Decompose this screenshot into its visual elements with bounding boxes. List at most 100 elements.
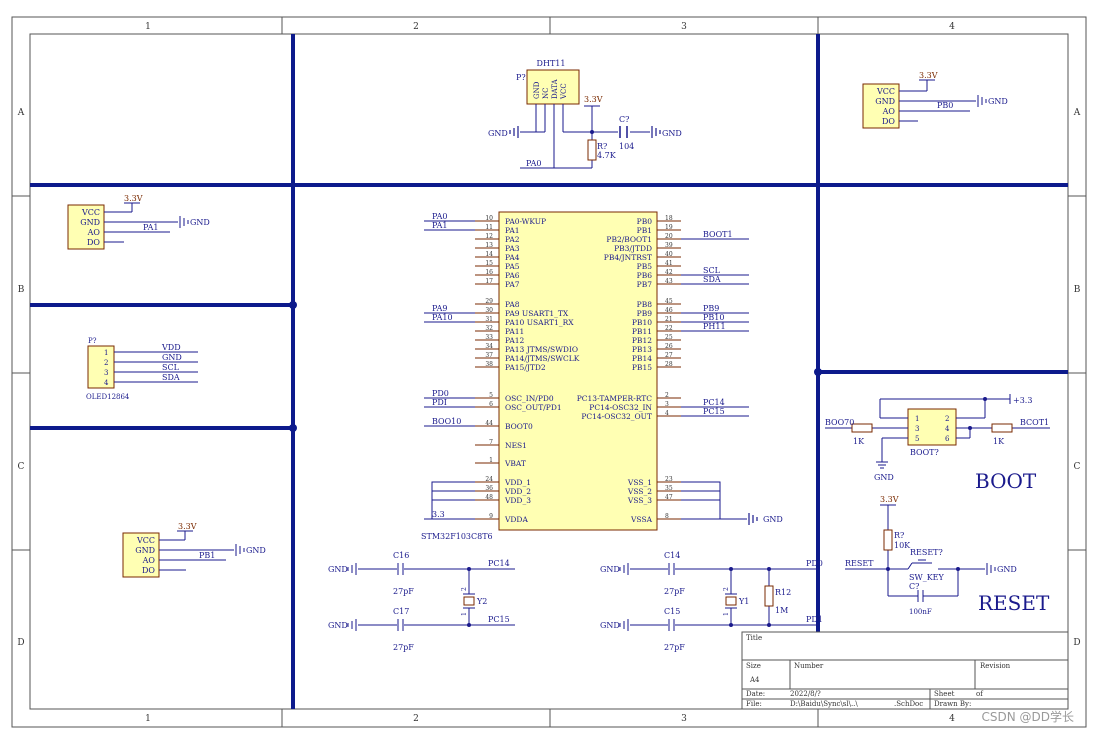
mcu-net-label: SCL: [703, 266, 721, 275]
title-block: [741, 631, 1069, 710]
reset-circuit: 3.3V R? 10K RESET RESET? SW_KEY C? 100nF…: [845, 495, 1050, 616]
oled-module: P? OLED12864 1 2 3 4 VDD GND SCL SDA: [86, 337, 198, 401]
tb-date-label: Date:: [746, 690, 765, 698]
dht11-net: PA0: [526, 159, 542, 168]
oled-pin-number: 3: [104, 369, 108, 377]
row-label-left: D: [17, 638, 24, 648]
sensor-pa1-supply: 3.3V: [124, 194, 143, 203]
mcu-pin-name: PC14-OSC32_IN: [589, 403, 652, 412]
divider-junctions: [289, 301, 822, 432]
mcu-pin-name: PA5: [505, 262, 520, 271]
reset-title: RESET: [978, 591, 1050, 615]
mcu-net-label: PB9: [703, 304, 719, 313]
boot-circuit: 1 2 3 4 5 6 +3.3 BOO70 BCOT1 1K 1K B: [825, 394, 1050, 493]
mcu-pin-name: PB3/JTDD: [614, 244, 652, 253]
mcu-pin-number: 34: [485, 343, 493, 350]
mcu-pin-number: 43: [665, 278, 673, 285]
mcu-pin-number: 3: [665, 401, 669, 408]
mcu-net-label: PC15: [703, 407, 725, 416]
mcu-pin-number: 2: [665, 392, 669, 399]
dht11-cap-value: 104: [619, 142, 634, 151]
boot-pin: 4: [945, 425, 950, 433]
sensor-pb1-pin: AO: [142, 556, 156, 565]
mcu-pin-name: OSC_IN/PD0: [505, 394, 554, 403]
gnd-icon: [509, 126, 661, 138]
mcu-pin-name: PA13 JTMS/SWDIO: [505, 345, 578, 354]
mcu-pin-name: NES1: [505, 441, 527, 450]
reset-net: RESET: [845, 559, 874, 568]
mcu-net-label: PA1: [432, 221, 448, 230]
vdd-bus: [431, 481, 475, 519]
osc32-c-top-ref: C16: [393, 551, 409, 560]
boot-pin: 5: [915, 435, 919, 443]
boot-title: BOOT: [975, 469, 1037, 493]
sensor-module-pa1: VCC GND AO DO 3.3V PA1 GND: [67, 194, 210, 250]
mcu-net-label: BOOT1: [703, 230, 733, 239]
osc8-pin: 1: [723, 612, 730, 616]
osc32-c-bot-val: 27pF: [393, 643, 414, 652]
mcu-net-label: PA10: [432, 313, 453, 322]
osc32-c-bot-ref: C17: [393, 607, 409, 616]
gnd-icon: [748, 513, 758, 525]
outer-frame: [11, 16, 1087, 728]
mcu-pin-number: 1: [489, 457, 493, 464]
col-label-top: 4: [949, 22, 955, 32]
mcu-pin-name: VDDA: [504, 515, 528, 524]
sensor-pb1-supply: 3.3V: [178, 522, 197, 531]
mcu-pin-name: PC13-TAMPER-RTC: [577, 394, 653, 403]
dht11-res-ref: R?: [597, 142, 607, 151]
tb-file-ext: .SchDoc: [894, 700, 923, 708]
dht11-supply: 3.3V: [584, 95, 603, 104]
sensor-pb0-supply: 3.3V: [919, 71, 938, 80]
mcu-pin-name: VBAT: [504, 459, 526, 468]
dht11-designator: DHT11: [537, 59, 566, 68]
sensor-pa1-net: PA1: [143, 223, 159, 232]
mcu-pin-number: 19: [665, 224, 673, 231]
sensor-pa1-pin: VCC: [81, 208, 100, 217]
boot-supply: +3.3: [1013, 396, 1032, 405]
osc8-res-val: 1M: [775, 606, 788, 615]
col-label-bottom: 4: [949, 714, 955, 724]
mcu-net-label: PA9: [432, 304, 448, 313]
mcu-pin-number: 21: [665, 316, 673, 323]
osc8-c-top-val: 27pF: [664, 587, 685, 596]
mcu-pin-name: PB1: [637, 226, 652, 235]
mcu-pin-number: 12: [485, 233, 493, 240]
mcu-body: [498, 211, 658, 531]
mcu-pin-name: PB2/BOOT1: [606, 235, 652, 244]
mcu-pin-number: 20: [665, 233, 673, 240]
osc32-c-top-val: 27pF: [393, 587, 414, 596]
crystal-y1: [725, 596, 737, 606]
mcu-pin-number: 39: [665, 242, 673, 249]
oled-net: GND: [162, 353, 182, 362]
mcu-pin-name: VDD_1: [504, 478, 531, 487]
osc32-pin: 1: [461, 612, 468, 616]
dht11-pin-nc: NC: [542, 88, 550, 99]
mcu-pin-name: PB10: [632, 318, 652, 327]
section-dividers: [30, 34, 1068, 709]
boot-res-left: [851, 423, 873, 433]
boot-right-net: BCOT1: [1020, 418, 1049, 427]
mcu-pin-number: 11: [485, 224, 493, 231]
mcu-net-label: GND: [763, 515, 783, 524]
osc32-net-top: PC14: [488, 559, 510, 568]
sensor-module-pb1: VCC GND AO DO 3.3V PB1 GND: [122, 522, 266, 578]
reset-supply: 3.3V: [880, 495, 899, 504]
sensor-pb1-body: [122, 532, 160, 578]
mcu-pin-number: 14: [485, 251, 493, 258]
mcu-pin-number: 40: [665, 251, 673, 258]
reset-pullup-resistor: [883, 529, 893, 551]
row-label-right: C: [1074, 462, 1081, 472]
col-label-bottom: 3: [681, 714, 687, 724]
mcu-pin-number: 27: [665, 352, 673, 359]
oled-ref: P?: [88, 337, 97, 345]
mcu-pin-number: 17: [485, 278, 493, 285]
osc32-crystal: Y2: [476, 597, 487, 606]
mcu-pin-number: 38: [485, 361, 493, 368]
reset-gnd: GND: [997, 565, 1017, 574]
osc32-pin: 2: [461, 587, 468, 591]
sensor-pb1-gnd: GND: [246, 546, 266, 555]
boot-header-body: [907, 408, 957, 446]
osc8-gnd: GND: [600, 621, 620, 630]
mcu-pin-number: 25: [665, 334, 673, 341]
